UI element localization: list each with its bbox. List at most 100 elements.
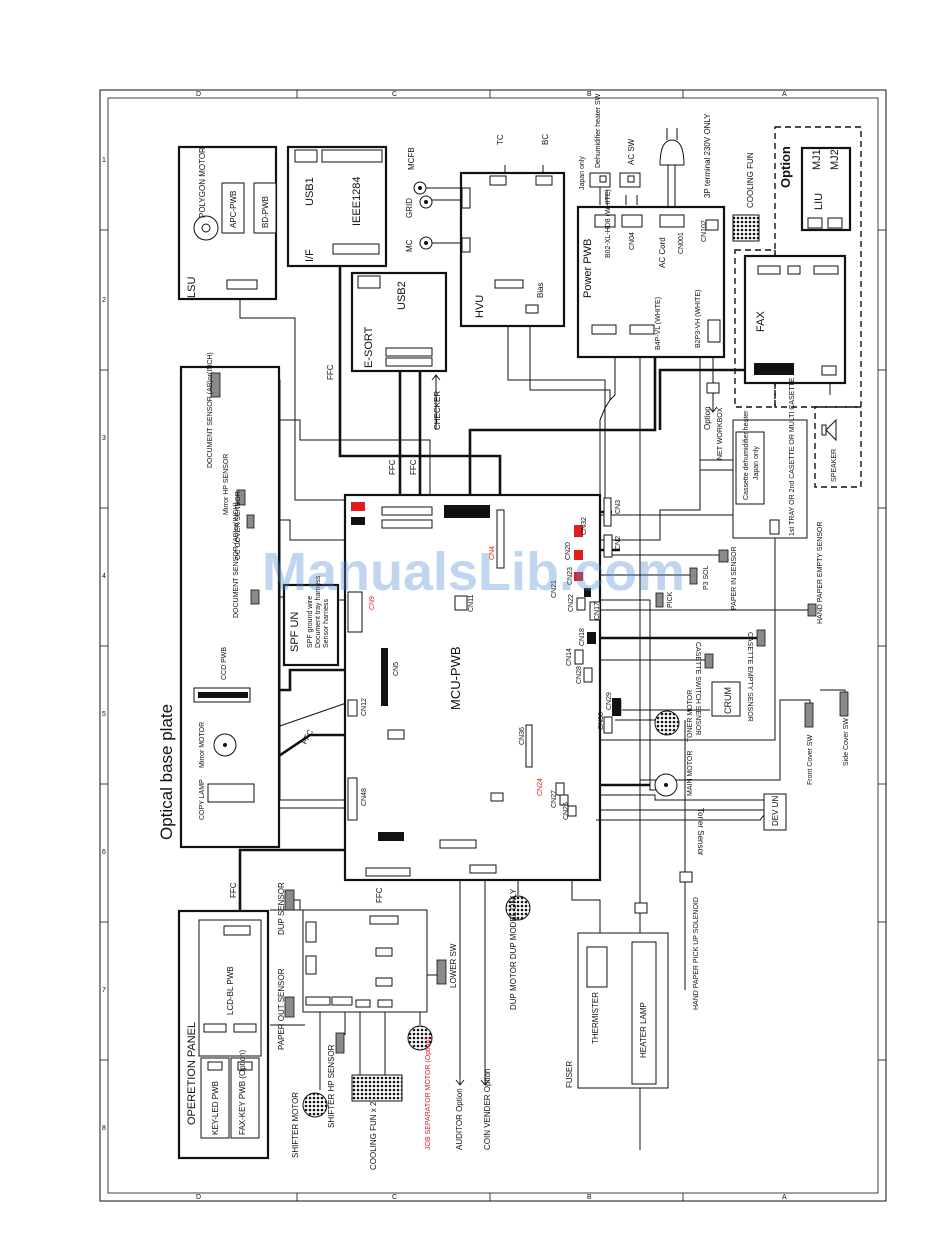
border-mark-bottom-a: A (782, 1194, 787, 1201)
cn4-label: CN4 (489, 546, 496, 560)
fax-key-pwb-label: FAX-KEY PWB (Option) (238, 1049, 247, 1135)
ffc-label-4: FFC (300, 728, 315, 746)
cn11-label: CN11 (468, 595, 475, 612)
hvu-block: HVU TC BC MCFB GRID MC Bias (405, 134, 566, 328)
cn3-label: CN3 (615, 500, 622, 514)
dehumid-sw-label: Dehumidifier heater SW (595, 93, 602, 168)
polygon-motor-label: POLYGON MOTOR (198, 147, 207, 218)
job-separator-label: JOB SEPARATOR MOTOR (Option) (425, 1037, 432, 1150)
border-mark-top-a: A (782, 91, 787, 98)
paper-in-label: PAPER IN SENSOR (731, 546, 738, 610)
operation-panel-block: OPERETION PANEL LCD-BL PWB KEY-LED PWB F… (177, 909, 270, 1160)
option-label: Option (778, 146, 793, 188)
front-cover-label: Front Cover SW (807, 734, 814, 785)
border-mark-side-4: 4 (102, 573, 106, 580)
ieee1284-label: IEEE1284 (351, 176, 363, 226)
shifter-motor-label: SHIFTER MOTOR (291, 1092, 300, 1158)
copy-lamp-label: COPY LAMP (199, 779, 206, 820)
cassette-switch-label: CASETTE SWITCH SENSOR (694, 642, 701, 735)
bc-label: BC (541, 134, 550, 145)
apc-pwb-label: APC-PWB (229, 191, 238, 228)
border-mark-side-5: 5 (102, 711, 106, 718)
border-mark-bottom-d: D (196, 1194, 201, 1201)
optical-base-plate-block: Optical base plate DOCUMENT SENSOR (AB)o… (157, 352, 281, 849)
cn18-label: CN18 (579, 628, 586, 646)
cn04-label: CN04 (629, 232, 636, 250)
right-components: P3 SOL PAPER IN SENSOR PICK HAND PAPER E… (596, 522, 850, 1010)
toner-sensor-label: Toner Sensor (696, 808, 705, 856)
fuser-label: FUSER (565, 1061, 574, 1088)
border-mark-bottom-c: C (392, 1194, 397, 1201)
usb1-block: USB1 IEEE1284 I/F (286, 145, 388, 268)
option-block: Option LIU MJ1 MJ2 FAX SPEAKER (734, 126, 862, 488)
border-mark-side-6: 6 (102, 849, 106, 856)
cn12-label: CN12 (361, 698, 368, 716)
lsu-label: LSU (186, 277, 198, 298)
page-title: Optical base plate (157, 704, 176, 840)
spf-sensor-harness-label: Sensor harness (323, 598, 330, 648)
main-motor-label: MAIN MOTOR (687, 751, 694, 796)
paper-out-label: PAPER OUT SENSOR (277, 968, 286, 1050)
border-mark-top-b: B (587, 91, 592, 98)
border-mark-side-2: 2 (102, 297, 106, 304)
lower-sw-label: LOWER SW (449, 943, 458, 988)
border-mark-bottom-b: B (587, 1194, 592, 1201)
cn23-label: CN23 (567, 567, 574, 585)
dup-motor-label: DUP MOTOR DUP MODEL ONLY (509, 888, 518, 1010)
ffc-label-5: FFC (229, 882, 238, 898)
spf-un-block: SPF UN SPF ground wire Document tray har… (282, 575, 340, 667)
cn30-label: CN30 (598, 712, 605, 730)
ac-sw-label: AC SW (627, 138, 636, 165)
spf-tray-harness-label: Document tray harness (315, 575, 322, 648)
liu-label: LIU (813, 193, 825, 210)
coin-vender-label: COIN VENDER Option (483, 1069, 492, 1150)
ffc-label-6: FFC (375, 887, 384, 903)
mcfb-label: MCFB (407, 147, 416, 170)
mj1-label: MJ1 (811, 149, 823, 170)
cn32-label: CN32 (581, 517, 588, 535)
mc-label: MC (405, 239, 414, 252)
tray-label: 1st TRAY OR 2nd CASETTE OR MULTI CASETTE (789, 377, 796, 536)
outer-frame (99, 89, 887, 1202)
ffc-label-3: FFC (409, 459, 418, 475)
cn25-label: CN25 (563, 802, 570, 820)
side-cover-label: Side Cover SW (843, 718, 850, 766)
cn29-label: CN29 (606, 692, 613, 710)
esort-block: E-SORT USB2 (350, 271, 448, 373)
tc-label: TC (496, 134, 505, 145)
cn48-label: CN48 (361, 788, 368, 806)
fuser-block: FUSER THERMISTER HEATER LAMP (565, 902, 669, 1089)
bias-label: Bias (536, 282, 545, 298)
thermister-label: THERMISTER (591, 992, 600, 1044)
border-mark-side-1: 1 (102, 157, 106, 164)
cn001-label: CN001 (678, 232, 685, 254)
dev-un-label: DEV UN (771, 796, 780, 826)
cn22-label: CN22 (568, 594, 575, 612)
inner-frame (107, 97, 879, 1194)
cn9-label: CN9 (369, 596, 376, 610)
mirror-hp-label: Mirror HP SENSOR (223, 454, 230, 515)
lcd-bl-pwb-label: LCD-BL PWB (226, 966, 235, 1015)
usb1-label: USB1 (304, 177, 316, 206)
power-pwb-block: Power PWB Japan only Dehumidifier heater… (576, 93, 760, 359)
b2p3-label: B2P3-VH (WHITE) (695, 290, 702, 348)
fax-label: FAX (755, 311, 767, 332)
pick-label: PICK (667, 591, 674, 608)
b02-label: B02-XL-HD8 (WHITE) (605, 189, 612, 258)
spf-un-label: SPF UN (289, 612, 301, 652)
cn27-label: CN27 (551, 790, 558, 808)
grid-label: GRID (405, 198, 414, 218)
power-pwb-label: Power PWB (582, 239, 594, 298)
border-mark-top-d: D (196, 91, 201, 98)
toner-motor-label: TONER MOTOR (687, 690, 694, 742)
cn21-label: CN21 (551, 580, 558, 598)
border-mark-side-7: 7 (102, 987, 106, 994)
key-led-pwb-label: KEY-LED PWB (211, 1081, 220, 1135)
tray-japan-only-label: Japan only (753, 446, 760, 480)
cn102-label: CN102 (701, 220, 708, 242)
cn5-label: CN5 (393, 662, 400, 676)
bd-pwb-label: BD-PWB (261, 196, 270, 228)
cooling-fun-bottom-label: COOLING FUN x 2 (369, 1101, 378, 1170)
ffc-label-2: FFC (388, 459, 397, 475)
